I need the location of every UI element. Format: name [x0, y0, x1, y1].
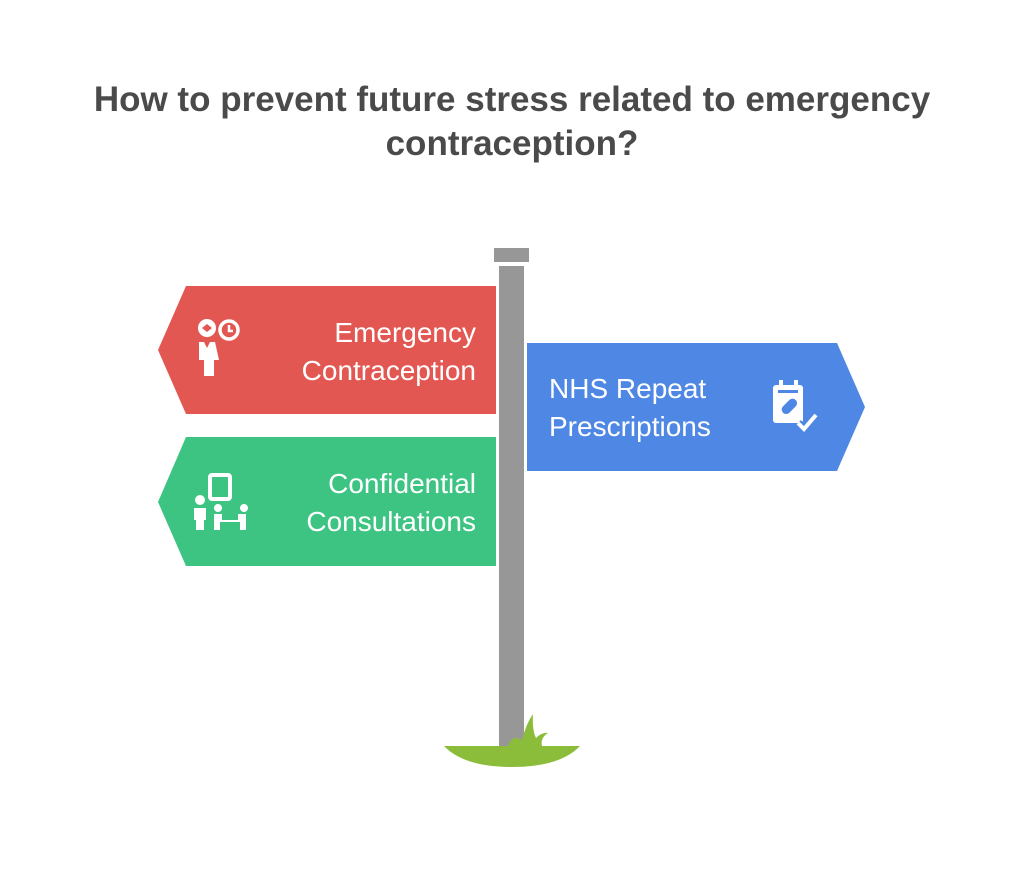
- calendar-pill-check-icon: [773, 380, 820, 435]
- sign-line-1: Emergency: [334, 317, 476, 348]
- page-title: How to prevent future stress related to …: [93, 80, 931, 163]
- grass-tuft: [508, 714, 548, 746]
- pole-cap: [494, 248, 529, 262]
- person-clock-icon: [198, 319, 240, 376]
- sign-line-2: Consultations: [306, 506, 476, 537]
- sign-line-2: Contraception: [301, 355, 476, 386]
- sign-line-1: NHS Repeat: [549, 373, 707, 404]
- sign-confidential-label: Confidential Consultations: [250, 465, 476, 541]
- sign-line-1: Confidential: [328, 468, 476, 499]
- sign-confidential-consultations: [158, 437, 496, 566]
- sign-emergency-label: Emergency Contraception: [250, 314, 476, 390]
- consultation-people-icon: [194, 473, 248, 530]
- sign-nhs-label: NHS Repeat Prescriptions: [549, 370, 769, 446]
- pole: [499, 266, 524, 746]
- ground: [444, 746, 580, 767]
- sign-emergency-contraception: [158, 286, 496, 414]
- sign-line-2: Prescriptions: [549, 411, 711, 442]
- sign-nhs-repeat-prescriptions: [527, 343, 865, 471]
